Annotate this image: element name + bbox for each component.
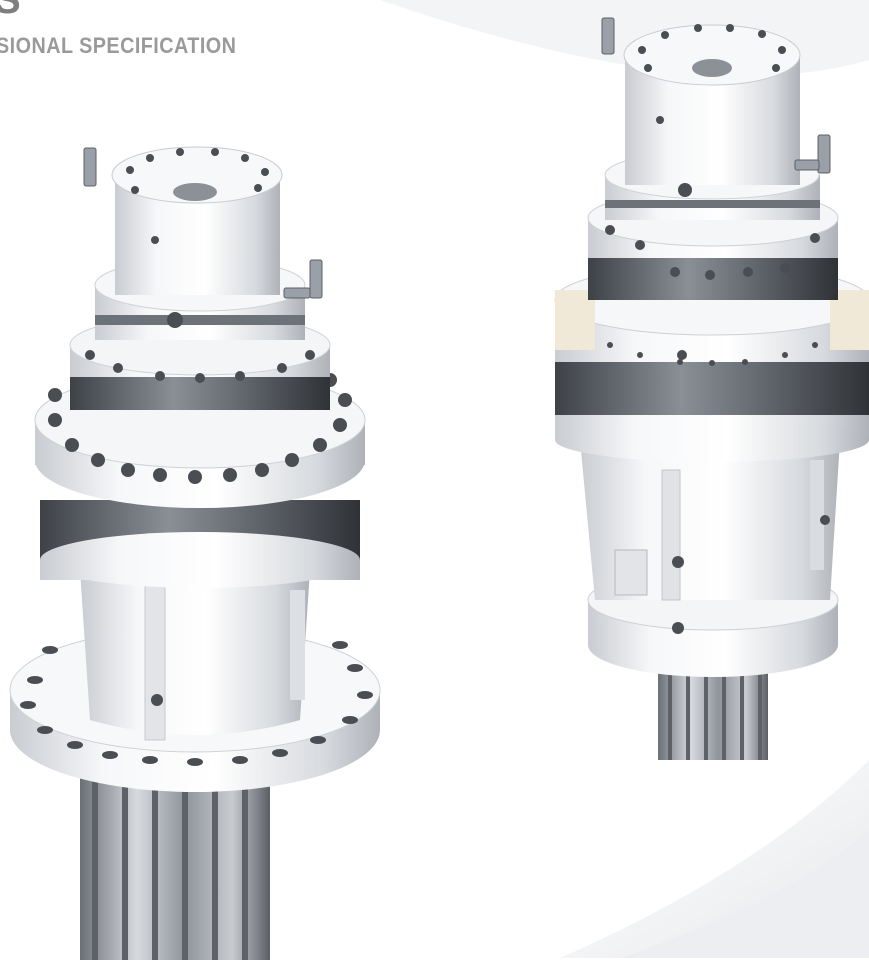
page-title-fragment: S	[0, 0, 22, 22]
gearbox-illustration-left	[9, 146, 381, 960]
gearbox-illustration-right	[554, 17, 869, 760]
page-subtitle: SIONAL SPECIFICATION	[0, 33, 237, 58]
pinion-gear	[80, 760, 270, 960]
